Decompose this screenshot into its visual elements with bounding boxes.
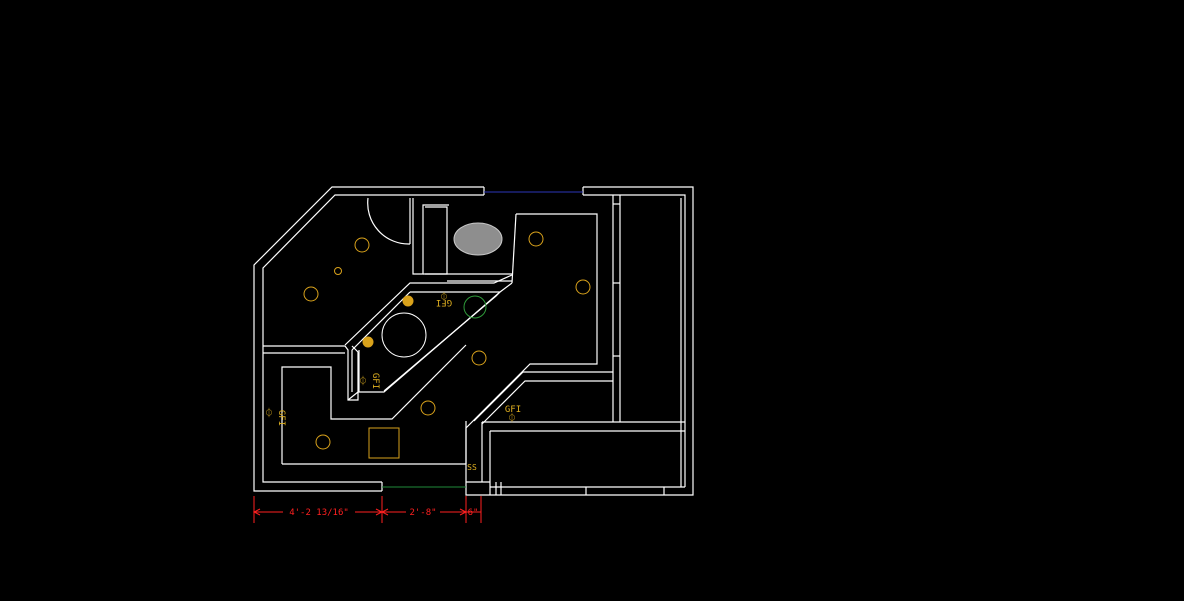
dimension-arrow (380, 508, 389, 516)
floor-drain (463, 295, 487, 319)
dimension-label-1: 4'-2 13/16" (289, 508, 349, 518)
outlet-symbol: ⏀ (439, 291, 448, 303)
door-swing-arc (367, 197, 411, 245)
vanity-counter-edge-2 (351, 291, 411, 351)
shower-room-wall-2 (473, 371, 613, 422)
outlet-symbol: ⏀ (358, 375, 367, 387)
outer-wall-outer-line (253, 186, 484, 492)
dimension-lines (252, 496, 482, 523)
outlet-symbol: ⏀ (507, 412, 516, 424)
light-fixture (575, 279, 591, 295)
dimension-arrow (459, 508, 468, 516)
right-wall-inner-line (583, 194, 686, 487)
sconce-light (402, 295, 414, 307)
light-fixture (303, 286, 319, 302)
gfi-outlet-label: GFI (436, 297, 452, 307)
dimension-arrow (252, 508, 261, 516)
dimension-label-3: 6" (468, 508, 479, 518)
dimension-labels: 4'-2 13/16" 2'-8" 6" (289, 508, 478, 518)
light-fixture (528, 231, 544, 247)
walls (253, 186, 694, 496)
shower-room-wall-3 (481, 380, 613, 425)
gfi-outlet-label: GFI (276, 410, 286, 426)
toilet-bowl (453, 222, 503, 256)
light-fixture (334, 267, 342, 275)
square-fixture (368, 427, 400, 459)
outlets: GFI ⏀ GFI ⏀ GFI ⏀ GFI ⏀ SS (264, 291, 521, 472)
dimension-label-2: 2'-8" (409, 508, 436, 518)
round-sink (381, 312, 427, 358)
gfi-outlet-label: GFI (505, 405, 521, 415)
vanity-counter-front (383, 291, 501, 392)
light-fixture (471, 350, 487, 366)
lower-left-room-wall (281, 344, 467, 464)
light-fixture (354, 237, 370, 253)
outlet-symbol: ⏀ (264, 407, 273, 419)
left-room-divider (263, 345, 359, 401)
ss-marker: SS (467, 463, 477, 472)
right-wall-outer-line (465, 186, 694, 496)
light-fixture (420, 400, 436, 416)
gfi-outlet-label: GFI (370, 373, 380, 389)
fixtures (368, 222, 503, 459)
shower-room-top-left (511, 213, 517, 284)
vanity-diagonal-wall-inner (344, 274, 513, 346)
sconce-light (362, 336, 374, 348)
lights (303, 231, 591, 450)
light-fixture (315, 434, 331, 450)
vanity-diagonal-wall-outer (347, 282, 513, 401)
outer-wall-inner-line (262, 194, 484, 483)
